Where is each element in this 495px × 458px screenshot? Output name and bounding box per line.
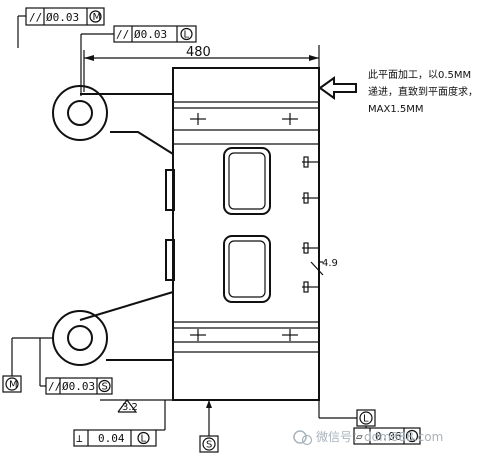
bolt-marker: [302, 242, 318, 254]
watermark-text: 微信号：ddm888.com: [316, 430, 443, 444]
surface-finish-symbol: 3.2: [117, 399, 138, 413]
fcf-top-2: // Ø0.03 L: [113, 25, 197, 43]
surface-finish-value: 3.2: [122, 402, 138, 413]
slot-upper: [223, 147, 271, 215]
bolt-callout: 4.9: [322, 258, 338, 269]
watermark: 微信号：ddm888.com: [293, 430, 443, 446]
note-line-1: 此平面加工，以0.5MM: [368, 68, 471, 81]
datum-right: L: [356, 409, 376, 427]
plus-marker: [190, 329, 206, 341]
fcf-top-2-modifier: L: [184, 30, 190, 41]
fcf-bottom-mid: ⊥ 0.04 L: [73, 429, 157, 447]
fcf-top-1-modifier: M: [93, 12, 102, 23]
bolt-marker: [302, 192, 318, 204]
plus-marker: [190, 113, 206, 125]
fcf-top-2-symbol: //: [116, 28, 129, 41]
slot-lower: [223, 235, 271, 303]
datum-left: M: [2, 375, 22, 393]
fcf-bottom-right-modifier: L: [409, 432, 415, 443]
main-body: [172, 67, 320, 401]
datum-left-label: M: [9, 380, 18, 391]
datum-mid-label: S: [206, 440, 212, 451]
fcf-bottom-right-value: 0.06: [375, 430, 402, 443]
datum-right-label: L: [363, 414, 369, 425]
fcf-bottom-mid-modifier: L: [141, 434, 147, 445]
left-plate: [79, 93, 175, 361]
fcf-top-1-symbol: //: [29, 11, 42, 24]
lug-upper: [52, 85, 108, 141]
dimension-width-label: 480: [186, 45, 211, 60]
fcf-bottom-mid-value: 0.04: [98, 432, 125, 445]
fcf-bottom-left-modifier: S: [102, 382, 108, 393]
fcf-bottom-right: ▱ 0.06 L: [353, 427, 421, 445]
dimension-480: 480: [83, 45, 320, 92]
wechat-icon: [293, 430, 307, 444]
fcf-top-1-value: Ø0.03: [46, 11, 79, 24]
fcf-bottom-mid-symbol: ⊥: [76, 432, 83, 445]
note-line-2: 递进，直致到平面度求，: [368, 85, 478, 98]
fcf-top-2-value: Ø0.03: [134, 28, 167, 41]
bolt-marker: [302, 156, 318, 168]
plus-marker: [282, 113, 298, 125]
note-arrow: [318, 76, 357, 100]
fcf-bottom-right-symbol: ▱: [356, 430, 363, 443]
fcf-bottom-left: // Ø0.03 S: [45, 377, 113, 395]
fcf-top-1: // Ø0.03 M: [25, 7, 105, 26]
plus-marker: [282, 329, 298, 341]
bolt-marker: [302, 281, 318, 293]
fcf-bottom-left-symbol: //: [48, 380, 61, 393]
datum-mid: S: [199, 435, 219, 453]
note-line-3: MAX1.5MM: [368, 104, 423, 115]
fcf-bottom-left-value: Ø0.03: [62, 380, 95, 393]
